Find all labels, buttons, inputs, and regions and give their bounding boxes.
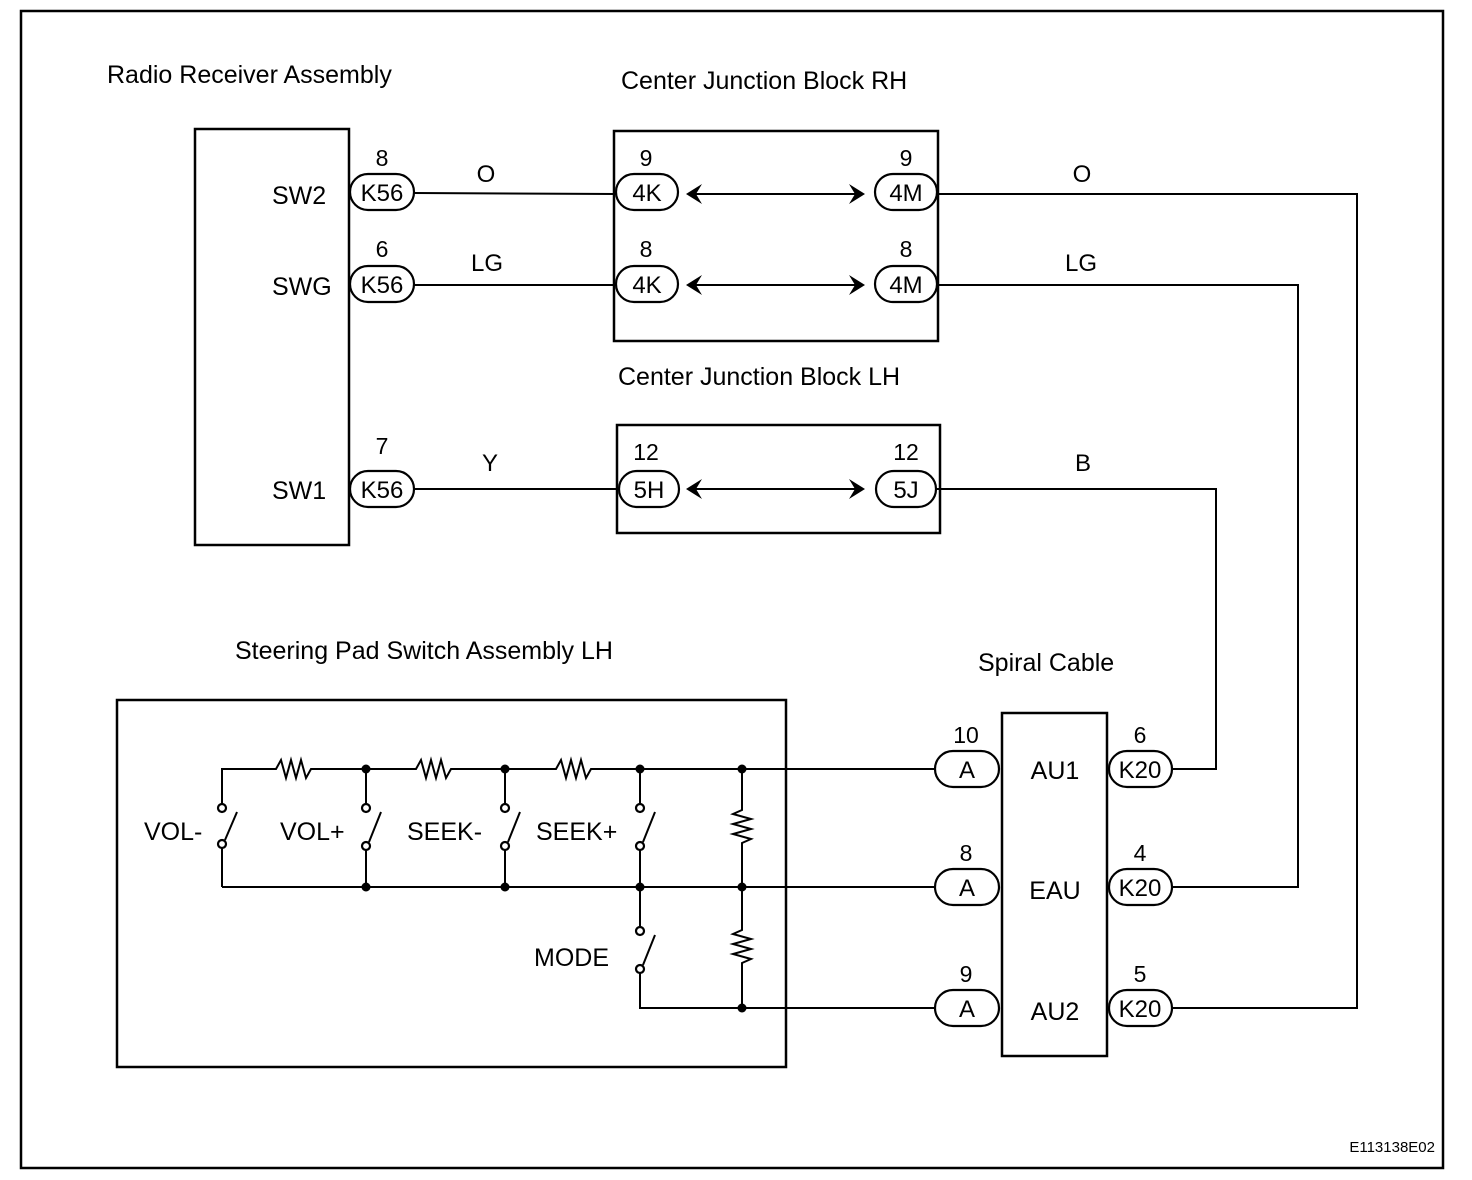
connector-label: K20 (1119, 757, 1162, 784)
switch-bus-mode (639, 969, 935, 1009)
connector-label: K56 (361, 180, 404, 207)
connector-k56-sw2 (348, 172, 416, 212)
connector-label: A (959, 875, 975, 902)
steering-pad-switch-assembly: Steering Pad Switch Assembly LH (115, 637, 935, 1069)
switch-bus-top (221, 756, 935, 808)
pin-number: 9 (960, 961, 973, 987)
connector-label: K20 (1119, 875, 1162, 902)
pin-number: 10 (953, 722, 979, 748)
wire-4m-to-k20-au2 (937, 193, 1358, 1009)
connector-k20-au1 (1107, 749, 1174, 789)
wire-color-label: LG (471, 250, 503, 277)
pin-name-au1: AU1 (1031, 757, 1080, 785)
steering-pad-title: Steering Pad Switch Assembly LH (235, 637, 613, 665)
junction-dot (737, 764, 747, 774)
connector-label: K20 (1119, 996, 1162, 1023)
wire-5j-to-k20-au1 (936, 488, 1217, 770)
junction-lh-title: Center Junction Block LH (618, 363, 900, 391)
connector-4k-top (614, 172, 680, 212)
junction-dot (500, 882, 510, 892)
radio-receiver-title: Radio Receiver Assembly (107, 61, 392, 89)
connector-k20-eau (1107, 867, 1174, 907)
wire-color-label: Y (482, 450, 498, 477)
wire-color-label: B (1075, 450, 1091, 477)
spiral-cable-box (1000, 711, 1109, 1058)
switch-vol-minus (216, 802, 238, 887)
junction-rh-title: Center Junction Block RH (621, 67, 907, 95)
connector-label: K56 (361, 272, 404, 299)
wire-color-label: O (1073, 161, 1092, 188)
pin-name-eau: EAU (1029, 877, 1080, 905)
junction-dot (635, 764, 645, 774)
switch-vol-plus (360, 769, 382, 887)
harness-wires: O O LG LG Y B (413, 161, 1358, 1009)
connector-label: 4M (889, 180, 922, 207)
connector-label: 5H (634, 477, 665, 504)
spiral-cable: Spiral Cable AU1 EAU AU2 10 A 6 K20 8 A … (933, 649, 1174, 1058)
pin-name-swg: SWG (272, 273, 332, 301)
connector-label: A (959, 996, 975, 1023)
diagram-frame (19, 9, 1445, 1170)
pin-name-sw2: SW2 (272, 182, 326, 210)
pin-number-sw1: 7 (376, 433, 389, 459)
switch-seek-minus (499, 769, 521, 887)
wire-sw2-to-4k (413, 192, 617, 195)
junction-lh-box (615, 423, 942, 535)
switch-mode (634, 887, 656, 975)
connector-4m-top (873, 172, 939, 212)
connector-label: 5J (893, 477, 918, 504)
pin-number: 12 (893, 439, 919, 465)
pin-number-swg: 6 (376, 236, 389, 262)
pin-number: 6 (1134, 722, 1147, 748)
switch-label-mode: MODE (534, 944, 609, 972)
connector-label: 4M (889, 272, 922, 299)
junction-dot (737, 1003, 747, 1013)
pin-number: 5 (1134, 961, 1147, 987)
junction-dot (737, 882, 747, 892)
pin-number: 9 (640, 145, 653, 171)
pin-number: 8 (640, 236, 653, 262)
pin-number: 8 (960, 840, 973, 866)
switch-label-seek-minus: SEEK- (407, 818, 482, 846)
connector-label: A (959, 757, 975, 784)
switch-label-vol-minus: VOL- (144, 818, 202, 846)
pin-number: 4 (1134, 840, 1147, 866)
center-junction-block-lh: Center Junction Block LH 12 5H 12 5J (615, 363, 942, 535)
wire-4m-to-k20-eau (937, 284, 1299, 888)
pin-number: 8 (900, 236, 913, 262)
junction-rh-box (612, 129, 940, 343)
center-junction-block-rh: Center Junction Block RH 9 4K 9 4M 8 4K … (612, 67, 940, 343)
connector-label: K56 (361, 477, 404, 504)
spiral-cable-title: Spiral Cable (978, 649, 1114, 677)
resistor-upper (729, 769, 755, 887)
switch-label-vol-plus: VOL+ (280, 818, 345, 846)
steering-pad-box (115, 698, 788, 1069)
junction-dot (361, 882, 371, 892)
switch-seek-plus (634, 769, 656, 887)
connector-label: 4K (632, 180, 661, 207)
radio-receiver-assembly: Radio Receiver Assembly SW2 SWG SW1 8 K5… (107, 61, 416, 547)
switch-label-seek-plus: SEEK+ (536, 818, 617, 846)
junction-dot (500, 764, 510, 774)
wire-color-label: LG (1065, 250, 1097, 277)
figure-code: E113138E02 (1349, 1139, 1435, 1156)
junction-dot (361, 764, 371, 774)
connector-label: 4K (632, 272, 661, 299)
pin-number-sw2: 8 (376, 145, 389, 171)
resistor-lower (729, 887, 755, 1008)
pin-number: 9 (900, 145, 913, 171)
wire-color-label: O (477, 161, 496, 188)
pin-name-sw1: SW1 (272, 477, 326, 505)
pin-name-au2: AU2 (1031, 998, 1080, 1026)
radio-receiver-box (193, 127, 351, 547)
pin-number: 12 (633, 439, 659, 465)
junction-dot (635, 882, 645, 892)
connector-k20-au2 (1107, 988, 1174, 1028)
